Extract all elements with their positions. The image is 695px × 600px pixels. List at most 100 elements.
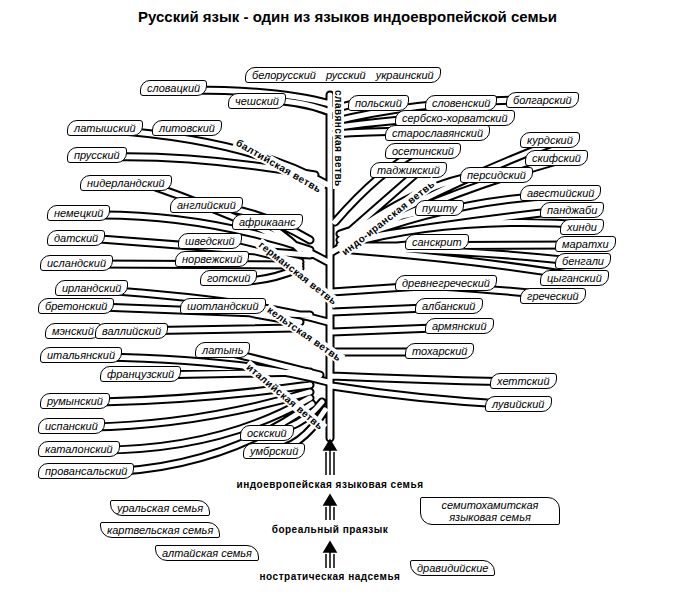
language-name: картвельская семья xyxy=(107,524,213,536)
family-band: картвельская семья xyxy=(100,522,220,538)
language-leaf: хеттский xyxy=(490,373,557,389)
language-name: ирландский xyxy=(62,282,121,294)
language-leaf: итальянский xyxy=(40,347,122,363)
language-leaf: маратхи xyxy=(555,236,616,252)
language-leaf: тохарский xyxy=(405,343,474,359)
tree-branches xyxy=(70,90,590,472)
language-name: немецкий xyxy=(54,207,103,219)
language-name: албанский xyxy=(422,300,476,312)
language-name: итальянский xyxy=(47,349,115,361)
language-name: авестийский xyxy=(527,187,594,199)
language-leaf: датский xyxy=(47,230,105,246)
language-name: латынь xyxy=(202,344,243,356)
language-name: русский xyxy=(326,69,366,81)
language-name: французский xyxy=(107,368,174,380)
language-leaf: румынский xyxy=(40,393,110,409)
language-leaf: бенгали xyxy=(555,253,611,269)
language-leaf: польский xyxy=(348,95,409,111)
language-leaf: пушту xyxy=(415,200,464,216)
language-leaf: валлийский xyxy=(95,323,168,339)
language-name: армянский xyxy=(432,320,487,332)
language-leaf: осетинский xyxy=(385,143,461,159)
family-name: ностратическая надсемья xyxy=(258,571,403,582)
language-name: словенский xyxy=(432,97,490,109)
language-name: нидерландский xyxy=(87,177,165,189)
language-leaf: мэнский xyxy=(45,323,101,339)
language-name: провансальский xyxy=(45,465,127,477)
language-name: исландский xyxy=(47,257,106,269)
language-name: хеттский xyxy=(497,375,550,387)
language-name: румынский xyxy=(47,395,103,407)
language-name: готский xyxy=(207,272,250,284)
language-leaf: авестийский xyxy=(520,185,601,201)
branch-name: славянская ветвь xyxy=(333,88,344,189)
language-leaf: провансальский xyxy=(38,463,134,479)
language-name: дравидийские xyxy=(417,562,488,574)
language-leaf: санскрит xyxy=(405,234,469,250)
language-leaf: сербско-хорватский xyxy=(395,110,515,126)
language-leaf: словенский xyxy=(425,95,497,111)
language-name: сербско-хорватский xyxy=(402,112,508,124)
language-leaf: скифский xyxy=(525,150,588,166)
language-leaf: хинди xyxy=(560,219,604,235)
language-leaf: испанский xyxy=(38,418,105,434)
language-leaf: готский xyxy=(200,270,257,286)
language-leaf: шотландский xyxy=(180,298,266,314)
language-name: бенгали xyxy=(562,255,604,267)
language-name: санскрит xyxy=(412,236,462,248)
language-leaf: греческий xyxy=(520,288,586,304)
language-leaf: прусский xyxy=(67,147,127,163)
language-name: алтайская семья xyxy=(162,547,252,559)
language-name: семитохамитская языковая семья xyxy=(442,499,539,523)
language-leaf: литовский xyxy=(152,120,222,136)
language-leaf: каталонский xyxy=(38,441,120,457)
language-leaf: армянский xyxy=(425,318,494,334)
language-leaf: цыганский xyxy=(540,270,609,286)
language-name: английский xyxy=(177,199,236,211)
language-leaf: латынь xyxy=(195,342,250,358)
family-band: дравидийские xyxy=(410,560,495,576)
language-name: скифский xyxy=(532,152,581,164)
language-name: бретонский xyxy=(45,300,107,312)
language-leaf: оскский xyxy=(240,425,294,441)
language-leaf: таджикский xyxy=(370,162,447,178)
language-name: персидский xyxy=(467,169,526,181)
language-leaf: лувийский xyxy=(485,396,552,412)
language-leaf: белорусскийрусскийукраинский xyxy=(245,67,441,83)
language-leaf: персидский xyxy=(460,167,533,183)
language-name: цыганский xyxy=(547,272,602,284)
language-name: панджаби xyxy=(547,204,597,216)
language-leaf: французский xyxy=(100,366,181,382)
language-name: белорусский xyxy=(252,69,316,81)
language-leaf: немецкий xyxy=(47,205,110,221)
language-name: шотландский xyxy=(187,300,259,312)
language-leaf: старославянский xyxy=(385,125,490,141)
language-name: уральская семья xyxy=(117,502,203,514)
language-name: курдский xyxy=(527,134,573,146)
language-name: оскский xyxy=(247,427,287,439)
language-name: древнегреческий xyxy=(402,277,490,289)
language-name: старославянский xyxy=(392,127,483,139)
language-name: маратхи xyxy=(562,238,609,250)
language-name: таджикский xyxy=(377,164,440,176)
language-name: чешский xyxy=(235,95,279,107)
language-leaf: древнегреческий xyxy=(395,275,497,291)
language-name: словацкий xyxy=(147,82,200,94)
language-leaf: бретонский xyxy=(38,298,114,314)
origin-arrows xyxy=(324,440,336,568)
language-leaf: словацкий xyxy=(140,80,207,96)
language-leaf: африкаанс xyxy=(232,214,303,230)
language-name: датский xyxy=(54,232,98,244)
language-name: литовский xyxy=(159,122,215,134)
language-name: хинди xyxy=(567,221,597,233)
language-leaf: панджаби xyxy=(540,202,604,218)
language-name: каталонский xyxy=(45,443,113,455)
language-leaf: болгарский xyxy=(506,92,579,108)
language-leaf: латышский xyxy=(67,120,143,136)
language-name: латышский xyxy=(74,122,136,134)
family-name: индоевропейская языковая семья xyxy=(235,479,426,490)
language-leaf: шведский xyxy=(178,233,242,249)
language-name: польский xyxy=(355,97,402,109)
language-leaf: исландский xyxy=(40,255,113,271)
